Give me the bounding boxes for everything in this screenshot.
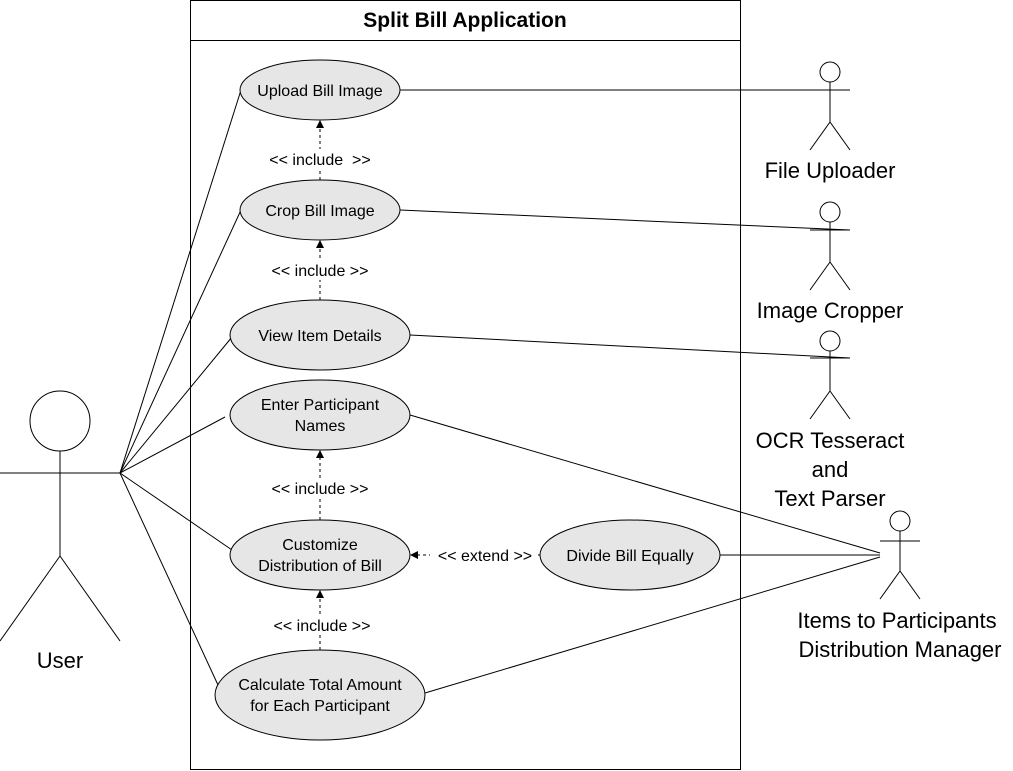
actor-user: User — [0, 390, 121, 673]
association-enter-distribution-manager — [409, 414, 881, 554]
include-label-1: << include >> — [269, 152, 370, 169]
use-case-shape — [229, 299, 411, 371]
use-case-shape — [239, 59, 401, 121]
include-view-crop: << include >> — [264, 240, 376, 300]
include-arrowhead-3 — [316, 450, 324, 458]
association-user-upload — [119, 89, 242, 474]
actor-right-leg — [829, 390, 851, 420]
use-case-label-line-2: for Each Participant — [250, 698, 390, 715]
actor-right-leg — [899, 570, 921, 600]
association-user-customize — [119, 472, 233, 551]
actor-label: User — [37, 648, 83, 673]
actor-label-line-3: Text Parser — [774, 486, 885, 511]
association-user-enter — [119, 416, 226, 474]
actor-head — [819, 201, 841, 223]
actor-label-line-1: OCR Tesseract — [756, 428, 905, 453]
actor-left-leg — [879, 570, 901, 600]
use-case-calculate-total: Calculate Total Amount for Each Particip… — [214, 649, 426, 741]
include-label-2: << include >> — [272, 263, 369, 280]
include-calculate-customize: << include >> — [264, 590, 380, 650]
use-case-shape — [214, 649, 426, 741]
extend-arrowhead-1 — [410, 551, 418, 559]
actor-label: Image Cropper — [757, 298, 904, 323]
include-arrowhead-2 — [316, 240, 324, 248]
extend-divide-customize: << extend >> — [410, 545, 540, 565]
use-case-label-line-2: Distribution of Bill — [258, 558, 382, 575]
association-user-crop — [119, 209, 242, 474]
use-case-view-item-details: View Item Details — [229, 299, 411, 371]
actor-label: File Uploader — [765, 158, 896, 183]
include-arrowhead-1 — [316, 120, 324, 128]
use-case-label: View Item Details — [258, 328, 381, 345]
dependencies: << include >> << include >> << include >… — [260, 120, 540, 650]
system-title: Split Bill Application — [363, 9, 566, 32]
association-crop-image-cropper — [399, 209, 851, 231]
include-label-4: << include >> — [274, 618, 371, 635]
actor-ocr-tesseract: OCR Tesseract and Text Parser — [756, 330, 905, 511]
use-case-label: Crop Bill Image — [265, 203, 374, 220]
actor-head — [29, 390, 91, 452]
use-case-shape — [539, 519, 721, 591]
include-label-bg-4 — [264, 615, 380, 635]
actor-file-uploader: File Uploader — [765, 61, 896, 183]
use-case-shape — [229, 519, 411, 591]
association-user-calculate — [119, 472, 219, 686]
actor-right-leg — [829, 261, 851, 291]
use-case-customize-distribution: Customize Distribution of Bill — [229, 519, 411, 591]
use-case-shape — [239, 179, 401, 241]
include-label-bg-1 — [260, 149, 380, 169]
use-case-crop-bill-image: Crop Bill Image — [239, 179, 401, 241]
use-case-divide-bill-equally: Divide Bill Equally — [539, 519, 721, 591]
use-case-shape — [229, 379, 411, 451]
association-view-ocr-parser — [409, 334, 851, 359]
actor-head — [819, 330, 841, 352]
include-label-bg-3 — [262, 478, 378, 498]
use-case-label: Divide Bill Equally — [566, 548, 693, 565]
include-customize-enter: << include >> — [262, 450, 378, 520]
actor-head — [889, 510, 911, 532]
extend-label-bg-1 — [430, 545, 538, 565]
use-case-label: Upload Bill Image — [257, 83, 383, 100]
association-calculate-distribution-manager — [424, 556, 881, 694]
actor-left-leg — [809, 390, 831, 420]
actor-right-leg — [829, 121, 851, 151]
use-case-label-line-1: Enter Participant — [261, 397, 380, 414]
user-associations — [119, 89, 242, 686]
use-case-label-line-2: Names — [295, 418, 346, 435]
actor-label-line-2: Distribution Manager — [799, 637, 1002, 662]
use-case-upload-bill-image: Upload Bill Image — [239, 59, 401, 121]
include-crop-upload: << include >> — [260, 120, 380, 180]
actor-head — [819, 61, 841, 83]
use-case-label-line-1: Customize — [282, 537, 358, 554]
actor-distribution-manager: Items to Participants Distribution Manag… — [797, 510, 1002, 662]
include-label-3: << include >> — [272, 481, 369, 498]
include-label-bg-2 — [264, 260, 376, 280]
use-case-label-line-1: Calculate Total Amount — [238, 677, 402, 694]
actor-label-line-2: and — [812, 457, 849, 482]
include-arrowhead-4 — [316, 590, 324, 598]
actor-associations — [399, 89, 881, 694]
use-case-enter-participant-names: Enter Participant Names — [229, 379, 411, 451]
actor-right-leg — [59, 555, 121, 642]
association-user-view — [119, 336, 233, 474]
actor-left-leg — [809, 121, 831, 151]
actor-left-leg — [809, 261, 831, 291]
actor-image-cropper: Image Cropper — [757, 201, 904, 323]
actor-label-line-1: Items to Participants — [797, 608, 996, 633]
actor-left-leg — [0, 555, 61, 642]
extend-label-1: << extend >> — [438, 548, 532, 565]
use-cases: Upload Bill Image Crop Bill Image View I… — [214, 59, 721, 741]
